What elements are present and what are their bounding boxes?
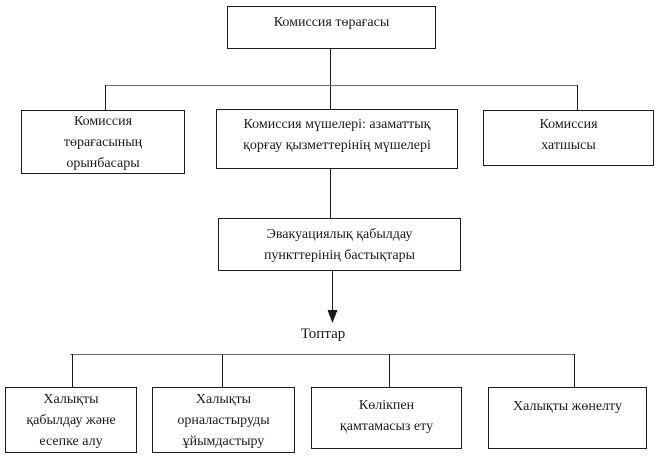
node-chairman: Комиссия төрағасы: [227, 6, 436, 49]
node-commission-members: Комиссия мүшелері: азаматтық қорғау қызм…: [216, 109, 458, 169]
groups-label: Топтар: [300, 326, 346, 342]
node-group-reception-registration: Халықты қабылдау және есепке алу: [5, 387, 137, 453]
node-deputy-chairman: Комиссия төрағасының орынбасары: [21, 110, 185, 174]
arrow-evac-to-groups-head: [327, 310, 338, 323]
node-group-transport-provision: Көлікпен қамтамасыз ету: [311, 387, 462, 449]
node-evacuation-point-heads: Эвакуациялық қабылдау пункттерінің басты…: [218, 218, 461, 271]
node-commission-secretary: Комиссия хатшысы: [483, 110, 654, 166]
node-group-population-dispatch: Халықты жөнелту: [488, 387, 647, 449]
node-group-placement-organization: Халықты орналастыруды ұйымдастыру: [152, 387, 295, 453]
